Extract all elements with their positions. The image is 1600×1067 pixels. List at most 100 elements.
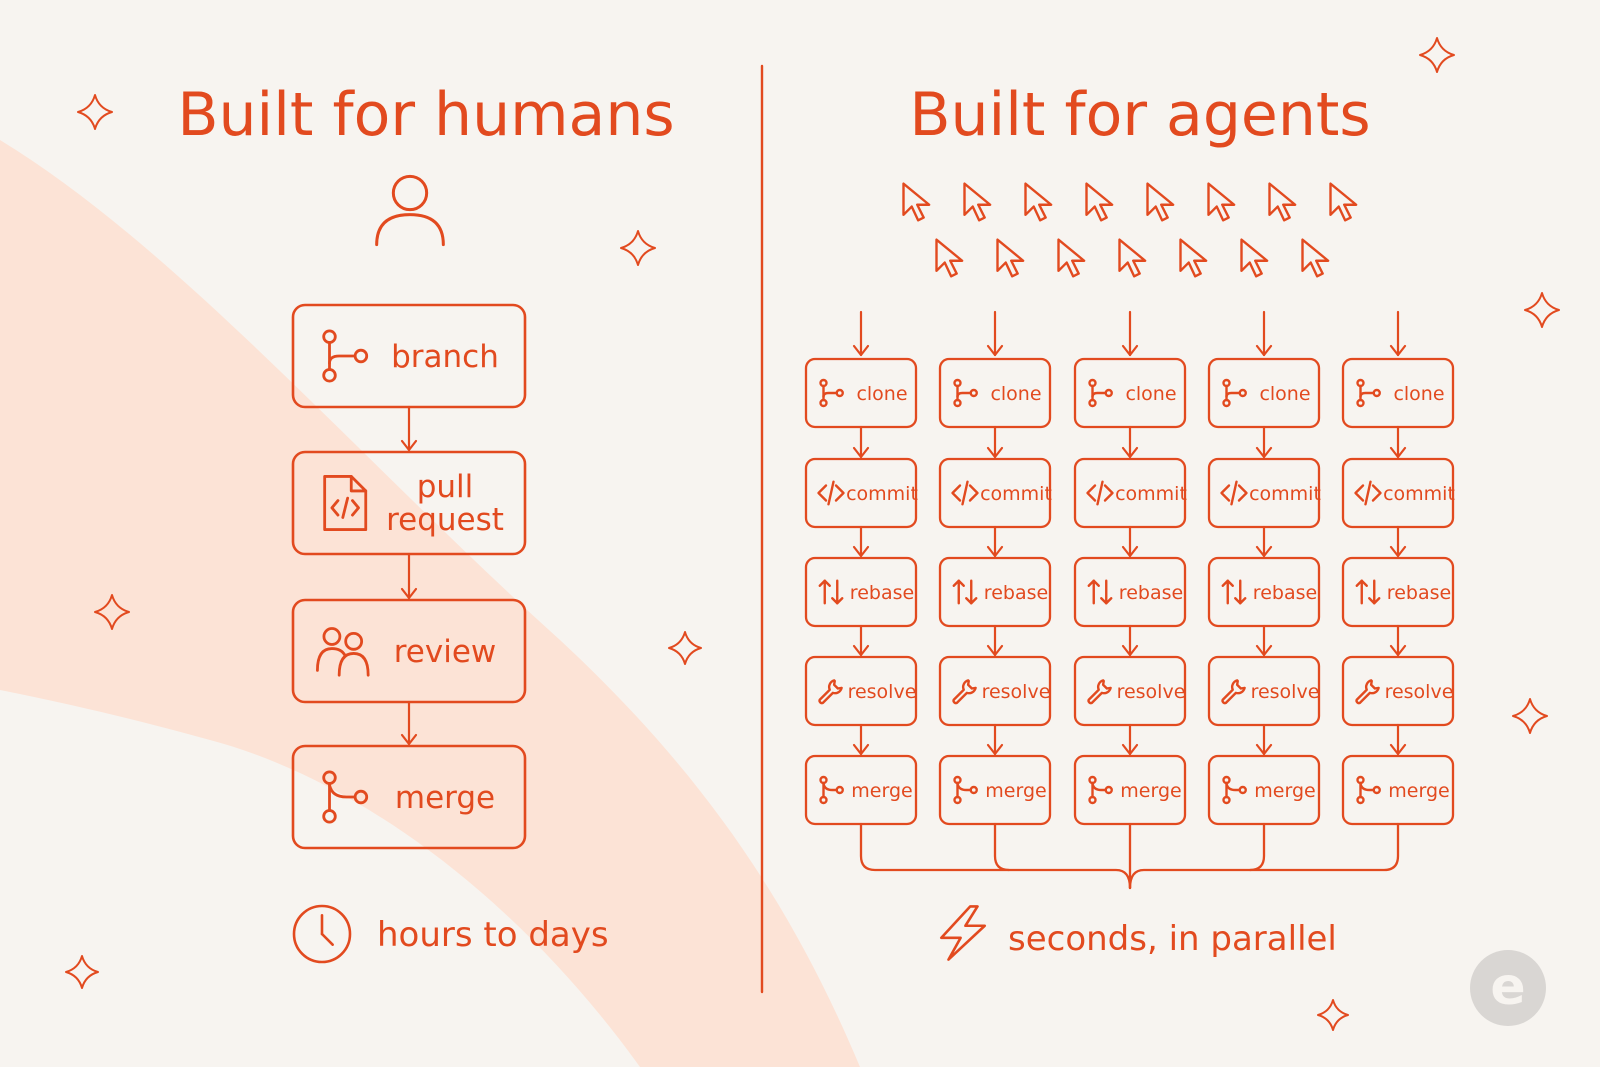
code-icon [1220,480,1248,506]
agents-step-resolve: resolve [1207,655,1321,727]
agents-flow-arrow [1389,723,1407,756]
agents-step-commit: commit [938,457,1052,529]
person-icon [375,174,445,247]
watermark-letter: e [1490,957,1525,1017]
agents-flow-arrow [852,525,870,558]
merge-icon [1356,775,1381,805]
step-label: resolve [1117,681,1186,703]
agents-step-merge: merge [1207,754,1321,826]
agents-flow-arrow [1121,723,1139,756]
step-label: rebase [1387,582,1451,604]
step-label: resolve [1385,681,1454,703]
step-label: rebase [850,582,914,604]
sparkle-icon [65,955,99,989]
agents-step-commit: commit [1073,457,1187,529]
watermark-badge [1470,950,1546,1026]
lightning-icon [939,905,987,961]
agents-flow-arrow [1389,425,1407,459]
agents-flow-arrow [1389,525,1407,558]
step-label: merge [1120,780,1181,802]
cursor-icon [1240,238,1269,278]
step-label: clone [1125,383,1176,405]
cursor-icon [935,238,964,278]
branch-icon [953,378,978,408]
agents-step-merge: merge [938,754,1052,826]
branch-icon [322,329,369,383]
merge-icon [322,770,369,824]
agents-flow-arrow [1121,425,1139,459]
agents-footer: seconds, in parallel [1008,919,1337,959]
logo-watermark: e [1470,950,1546,1026]
wrench-icon [1221,679,1246,705]
step-label: commit [1115,483,1187,505]
agents-step-commit: commit [804,457,918,529]
humans-footer: hours to days [377,915,609,955]
agents-step-merge: merge [804,754,918,826]
cursor-icon [1329,182,1358,222]
agents-flow-arrow [852,624,870,657]
agents-step-commit: commit [1341,457,1455,529]
agents-step-clone: clone [938,357,1052,429]
people-icon [316,627,370,677]
cursor-icon [1301,238,1330,278]
code-icon [1354,480,1382,506]
agents-flow-arrow [1255,723,1273,756]
merge-icon [1088,775,1113,805]
agents-flow-arrow [986,425,1004,459]
step-label: clone [1259,383,1310,405]
agents-step-rebase: rebase [1341,556,1455,628]
wrench-icon [818,679,843,705]
sparkle-icon [668,631,702,665]
agents-step-clone: clone [1341,357,1455,429]
agents-step-rebase: rebase [938,556,1052,628]
agents-flow-arrow [986,624,1004,657]
step-label: review [394,634,497,670]
step-label: merge [1388,780,1449,802]
merge-icon [1222,775,1247,805]
code-icon [817,480,845,506]
agents-step-commit: commit [1207,457,1321,529]
agents-flow-arrow [1121,624,1139,657]
up-down-arrows-icon [1221,579,1247,605]
cursor-icon [963,182,992,222]
step-label: merge [1254,780,1315,802]
up-down-arrows-icon [1355,579,1381,605]
step-label-line: pull [417,469,474,505]
agents-step-resolve: resolve [1341,655,1455,727]
agents-step-resolve: resolve [804,655,918,727]
agents-title: Built for agents [909,80,1370,150]
code-icon [951,480,979,506]
agents-entry-arrow [852,310,870,357]
agents-flow-arrow [852,425,870,459]
agents-step-rebase: rebase [1073,556,1187,628]
wrench-icon [1355,679,1380,705]
humans-step-merge: merge [291,744,527,850]
merge-icon [953,775,978,805]
agents-flow-arrow [986,525,1004,558]
clock-icon [292,904,352,964]
humans-flow-arrow [400,552,418,600]
branch-icon [1222,378,1247,408]
code-file-icon [323,475,368,531]
step-label: commit [980,483,1052,505]
agents-step-resolve: resolve [1073,655,1187,727]
cursor-icon [1085,182,1114,222]
step-label: commit [846,483,918,505]
agents-flow-arrow [986,723,1004,756]
cursor-icon [1057,238,1086,278]
branch-icon [1088,378,1113,408]
step-label: resolve [1251,681,1320,703]
step-label: merge [985,780,1046,802]
step-label: commit [1383,483,1455,505]
branch-icon [819,378,844,408]
agents-step-rebase: rebase [1207,556,1321,628]
code-icon [1086,480,1114,506]
step-label: resolve [982,681,1051,703]
sparkle-icon [94,594,130,630]
agents-flow-arrow [1255,624,1273,657]
up-down-arrows-icon [1087,579,1113,605]
agents-entry-arrow [986,310,1004,357]
